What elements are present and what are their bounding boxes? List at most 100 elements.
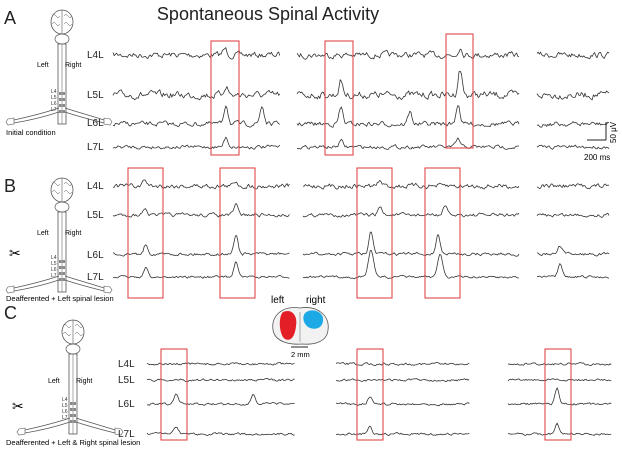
trace-line [112, 179, 290, 190]
panel-c-trace-label-l5l: L5L [118, 375, 135, 386]
trace-line [112, 203, 290, 218]
inset-right-label: right [306, 295, 326, 306]
panel-b-seg-l5: L5 [51, 261, 57, 267]
panel-a-seg-l6: L6 [51, 101, 57, 107]
panel-a-trace-label-l6l: L6L [87, 118, 104, 129]
panel-b-right-label: Right [65, 230, 81, 237]
trace-line [146, 426, 295, 436]
panel-b-seg-l6: L6 [51, 267, 57, 273]
panel-b-trace-label-l7l: L7L [87, 272, 104, 283]
panel-c-seg-l5: L5 [62, 403, 68, 409]
trace-line [296, 70, 520, 100]
trace-line [335, 378, 470, 383]
highlight-box [356, 167, 393, 299]
panel-c-trace-label-l6l: L6L [118, 399, 135, 410]
trace-line [335, 362, 470, 366]
panel-a-seg-l4: L4 [51, 89, 57, 95]
trace-line [146, 393, 295, 406]
panel-a-left-label: Left [37, 62, 49, 69]
panel-b-trace-label-l5l: L5L [87, 210, 104, 221]
panel-b-seg-l7: L7 [51, 273, 57, 279]
trace-line [302, 250, 520, 280]
trace-line [507, 422, 612, 436]
panel-b-left-label: Left [37, 230, 49, 237]
highlight-box [424, 167, 461, 299]
trace-line [536, 212, 610, 218]
panel-c-seg-l7: L7 [62, 415, 68, 421]
highlight-box [356, 348, 384, 441]
panel-c-left-label: Left [48, 378, 60, 385]
panel-a-label: A [4, 8, 16, 28]
scale-bar [587, 122, 607, 141]
panel-c-trace-label-l7l: L7L [118, 429, 135, 440]
trace-line [146, 362, 295, 366]
trace-line [536, 263, 610, 279]
trace-line [536, 90, 610, 101]
panel-b-seg-l4: L4 [51, 255, 57, 261]
panel-a-trace-label-l4l: L4L [87, 50, 104, 61]
panel-a-spinal-diagram [5, 9, 113, 126]
panel-a-seg-l7: L7 [51, 107, 57, 113]
trace-line [536, 144, 610, 150]
panel-c-seg-l6: L6 [62, 409, 68, 415]
panel-b-trace-label-l6l: L6L [87, 250, 104, 261]
trace-line [296, 105, 520, 128]
highlight-box [219, 167, 256, 299]
scale-bar-time: 200 ms [584, 153, 610, 162]
panel-c-seg-l4: L4 [62, 397, 68, 403]
panel-c-spinal-diagram [16, 319, 124, 436]
trace-line [536, 121, 610, 128]
panel-a-caption: Initial condition [6, 128, 56, 137]
highlight-boxes [127, 33, 572, 441]
panel-a-trace-label-l7l: L7L [87, 142, 104, 153]
trace-line [302, 205, 520, 218]
panel-a-seg-l5: L5 [51, 95, 57, 101]
scale-bar-amplitude: 50 μV [609, 121, 618, 143]
panel-c-label: C [4, 303, 17, 323]
trace-line [335, 425, 470, 436]
panel-a-right-label: Right [65, 62, 81, 69]
scissors-icon: ✂ [12, 398, 24, 414]
trace-line [302, 231, 520, 257]
trace-line [146, 378, 295, 383]
lesion-inset: left right 2 mm [271, 295, 329, 359]
trace-line [536, 51, 610, 60]
highlight-box [324, 40, 354, 156]
panel-c-right-label: Right [76, 378, 92, 385]
panel-b-label: B [4, 176, 16, 196]
trace-line [113, 261, 290, 279]
inset-left-label: left [271, 295, 285, 306]
trace-line [507, 387, 612, 406]
trace-line [335, 396, 470, 407]
left-lesion [279, 310, 297, 340]
highlight-box [544, 348, 572, 441]
trace-group [112, 47, 612, 436]
inset-scale: 2 mm [291, 350, 310, 359]
highlight-box [445, 33, 474, 149]
panel-c-caption: Deafferented + Left & Right spinal lesio… [6, 438, 140, 447]
highlight-box [210, 40, 240, 156]
panel-c-trace-label-l4l: L4L [118, 359, 135, 370]
panel-b-spinal-diagram [5, 177, 113, 294]
figure-title: Spontaneous Spinal Activity [157, 4, 379, 24]
trace-line [112, 235, 290, 257]
trace-line [296, 137, 519, 150]
trace-line [112, 47, 281, 60]
trace-line [507, 362, 612, 366]
panel-b-caption: Deafferented + Left spinal lesion [6, 294, 114, 303]
trace-line [296, 48, 520, 60]
panel-a-trace-label-l5l: L5L [87, 90, 104, 101]
trace-line [536, 245, 610, 257]
highlight-box [127, 167, 164, 299]
highlight-box [160, 348, 188, 441]
panel-b-trace-label-l4l: L4L [87, 181, 104, 192]
trace-line [112, 136, 281, 150]
right-lesion [303, 310, 324, 329]
trace-line [302, 180, 520, 190]
trace-line [536, 183, 610, 190]
trace-line [112, 105, 281, 128]
trace-line [112, 86, 281, 101]
trace-line [507, 378, 612, 382]
scissors-icon: ✂ [9, 245, 21, 261]
